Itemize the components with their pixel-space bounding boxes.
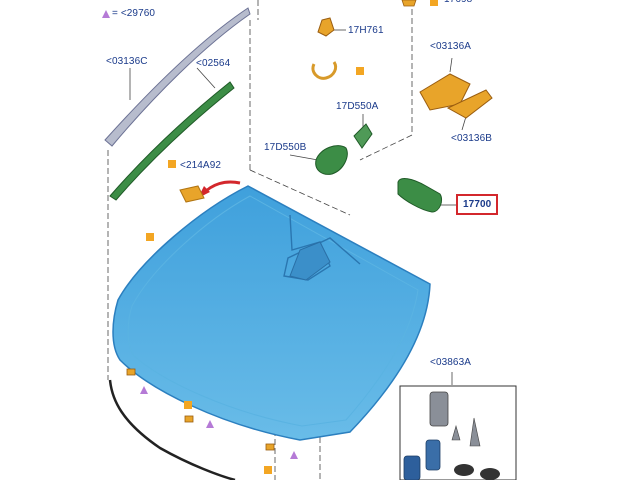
part-03136b bbox=[446, 89, 493, 119]
label-214a92: <214A92 bbox=[180, 160, 222, 171]
part-17698 bbox=[401, 0, 417, 7]
bracket-214a92 bbox=[179, 185, 205, 203]
orange-square-marker-icon bbox=[146, 0, 438, 474]
label-03136c: <03136C bbox=[106, 56, 148, 67]
lower-seal-strip bbox=[108, 379, 236, 482]
dashed-leader-lines bbox=[107, 0, 413, 480]
label-17d550b: 17D550B bbox=[264, 142, 307, 153]
label-17d550a: 17D550A bbox=[336, 101, 379, 112]
windshield-inner-edge bbox=[127, 195, 419, 427]
part-17h761 bbox=[317, 17, 335, 37]
label-03136a: <03136A bbox=[430, 41, 472, 52]
mirror-mount-body bbox=[289, 241, 331, 281]
label-17698: 17698 bbox=[444, 0, 472, 5]
windshield-glass bbox=[112, 185, 431, 441]
upper-moulding-strip bbox=[104, 7, 251, 147]
label-17h761: 17H761 bbox=[348, 25, 384, 36]
green-moulding-strip bbox=[109, 81, 235, 201]
label-03136b: <03136B bbox=[451, 133, 493, 144]
part-03136a bbox=[419, 73, 471, 111]
part-17700-mirror bbox=[397, 178, 443, 213]
part-ring-clip bbox=[311, 61, 338, 80]
lower-clips bbox=[126, 368, 275, 451]
purple-triangle-marker-icon bbox=[102, 10, 298, 459]
part-17d550b bbox=[315, 145, 348, 175]
label-02564: <02564 bbox=[196, 58, 231, 69]
label-03863a: <03863A bbox=[430, 357, 472, 368]
label-29760: = <29760 bbox=[112, 8, 156, 19]
part-17d550a bbox=[353, 123, 373, 149]
label-17700: 17700 bbox=[456, 194, 499, 215]
